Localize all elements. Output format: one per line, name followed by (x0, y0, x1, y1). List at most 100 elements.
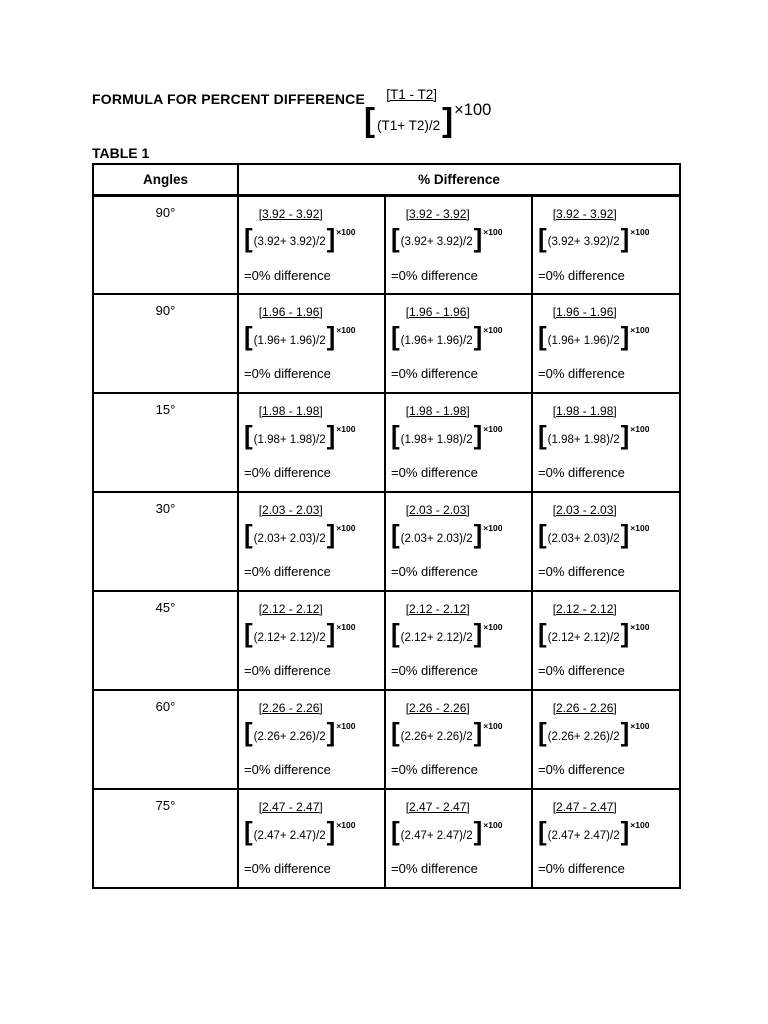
cell-denominator-line: [ (2.03+ 2.03)/2 ] ×100 (538, 521, 649, 548)
difference-cell: [2.12 - 2.12] [ (2.12+ 2.12)/2 ] ×100 =0… (531, 590, 681, 691)
cell-numerator: [3.92 - 3.92] (405, 206, 470, 221)
open-bracket: [ (538, 618, 547, 648)
cell-denominator-line: [ (1.96+ 1.96)/2 ] ×100 (391, 323, 502, 350)
cell-numerator: [2.03 - 2.03] (552, 503, 617, 517)
cell-denominator: (1.98+ 1.98)/2 (547, 433, 620, 446)
cell-denominator-line: [ (3.92+ 3.92)/2 ] ×100 (538, 224, 649, 252)
open-bracket: [ (244, 519, 253, 549)
cell-multiplier: ×100 (630, 820, 650, 830)
close-bracket: ] (473, 618, 483, 648)
cell-formula: [1.96 - 1.96] [ (1.96+ 1.96)/2 ] ×100 (244, 305, 355, 350)
cell-denominator-line: [ (3.92+ 3.92)/2 ] ×100 (391, 224, 502, 252)
cell-numerator: [2.03 - 2.03] (258, 503, 323, 517)
cell-result: =0% difference (391, 762, 478, 777)
open-bracket: [ (244, 420, 253, 450)
angle-cell: 60° (92, 689, 239, 790)
close-bracket: ] (326, 519, 336, 549)
cell-formula: [2.12 - 2.12] [ (2.12+ 2.12)/2 ] ×100 (391, 602, 502, 647)
cell-result: =0% difference (538, 465, 625, 480)
cell-denominator-line: [ (1.96+ 1.96)/2 ] ×100 (538, 323, 649, 350)
open-bracket: [ (244, 717, 253, 747)
open-bracket: [ (538, 420, 547, 450)
cell-numerator: [2.12 - 2.12] (405, 602, 470, 616)
cell-multiplier: ×100 (483, 820, 503, 830)
close-bracket: ] (473, 519, 483, 549)
open-bracket: [ (538, 519, 547, 549)
cell-denominator: (2.47+ 2.47)/2 (400, 829, 473, 842)
cell-numerator: [2.26 - 2.26] (258, 701, 323, 715)
cell-denominator-line: [ (2.47+ 2.47)/2 ] ×100 (391, 818, 502, 845)
cell-numerator: [2.47 - 2.47] (552, 800, 617, 814)
close-bracket: ] (620, 618, 630, 648)
cell-result: =0% difference (244, 663, 331, 678)
open-bracket: [ (244, 618, 253, 648)
cell-numerator: [2.47 - 2.47] (258, 800, 323, 814)
difference-cell: [3.92 - 3.92] [ (3.92+ 3.92)/2 ] ×100 =0… (237, 194, 386, 295)
cell-formula: [2.12 - 2.12] [ (2.12+ 2.12)/2 ] ×100 (538, 602, 649, 647)
cell-result: =0% difference (391, 564, 478, 579)
cell-denominator: (2.47+ 2.47)/2 (547, 829, 620, 842)
page-title: FORMULA FOR PERCENT DIFFERENCE (92, 91, 366, 107)
angle-cell: 90° (92, 194, 239, 295)
formula-multiplier: ×100 (454, 101, 492, 119)
close-bracket: ] (326, 717, 336, 747)
table-label: TABLE 1 (92, 145, 150, 161)
cell-denominator-line: [ (2.12+ 2.12)/2 ] ×100 (244, 620, 355, 647)
cell-numerator: [3.92 - 3.92] (258, 206, 323, 221)
cell-multiplier: ×100 (483, 523, 503, 533)
cell-denominator-line: [ (1.98+ 1.98)/2 ] ×100 (538, 422, 649, 449)
cell-formula: [1.96 - 1.96] [ (1.96+ 1.96)/2 ] ×100 (391, 305, 502, 350)
cell-denominator: (1.98+ 1.98)/2 (253, 433, 326, 446)
close-bracket: ] (620, 420, 630, 450)
cell-result: =0% difference (244, 465, 331, 480)
column-header-difference: % Difference (237, 163, 681, 197)
formula-numerator: [T1 - T2] (386, 87, 438, 102)
cell-multiplier: ×100 (630, 721, 650, 731)
cell-multiplier: ×100 (336, 622, 356, 632)
cell-result: =0% difference (391, 267, 478, 283)
difference-cell: [3.92 - 3.92] [ (3.92+ 3.92)/2 ] ×100 =0… (384, 194, 533, 295)
difference-cell: [2.47 - 2.47] [ (2.47+ 2.47)/2 ] ×100 =0… (237, 788, 386, 889)
cell-denominator-line: [ (2.26+ 2.26)/2 ] ×100 (538, 719, 649, 746)
table-row: 75° [2.47 - 2.47] [ (2.47+ 2.47)/2 ] ×10… (92, 788, 681, 889)
cell-denominator: (2.03+ 2.03)/2 (547, 532, 620, 545)
cell-numerator: [2.47 - 2.47] (405, 800, 470, 814)
cell-multiplier: ×100 (336, 523, 356, 533)
cell-result: =0% difference (391, 663, 478, 678)
open-bracket: [ (538, 717, 547, 747)
cell-denominator-line: [ (1.98+ 1.98)/2 ] ×100 (244, 422, 355, 449)
difference-cell: [3.92 - 3.92] [ (3.92+ 3.92)/2 ] ×100 =0… (531, 194, 681, 295)
close-bracket: ] (326, 816, 336, 846)
cell-formula: [2.26 - 2.26] [ (2.26+ 2.26)/2 ] ×100 (244, 701, 355, 746)
cell-formula: [2.26 - 2.26] [ (2.26+ 2.26)/2 ] ×100 (391, 701, 502, 746)
formula-denominator: (T1+ T2)/2 (377, 117, 441, 133)
cell-numerator: [1.96 - 1.96] (258, 305, 323, 319)
cell-denominator: (1.96+ 1.96)/2 (253, 334, 326, 347)
close-bracket: ] (620, 519, 630, 549)
cell-denominator: (1.96+ 1.96)/2 (400, 334, 473, 347)
cell-numerator: [1.98 - 1.98] (258, 404, 323, 418)
cell-formula: [2.12 - 2.12] [ (2.12+ 2.12)/2 ] ×100 (244, 602, 355, 647)
cell-formula: [2.03 - 2.03] [ (2.03+ 2.03)/2 ] ×100 (391, 503, 502, 548)
angle-cell: 15° (92, 392, 239, 493)
cell-denominator-line: [ (2.47+ 2.47)/2 ] ×100 (538, 818, 649, 845)
cell-denominator: (3.92+ 3.92)/2 (547, 236, 620, 248)
cell-formula: [1.98 - 1.98] [ (1.98+ 1.98)/2 ] ×100 (538, 404, 649, 449)
table-row: 15° [1.98 - 1.98] [ (1.98+ 1.98)/2 ] ×10… (92, 392, 681, 493)
cell-result: =0% difference (391, 861, 478, 876)
cell-denominator-line: [ (2.12+ 2.12)/2 ] ×100 (538, 620, 649, 647)
table-header-row: Angles % Difference (92, 163, 681, 197)
table-row: 90° [1.96 - 1.96] [ (1.96+ 1.96)/2 ] ×10… (92, 293, 681, 394)
cell-denominator-line: [ (2.26+ 2.26)/2 ] ×100 (244, 719, 355, 746)
cell-denominator: (2.26+ 2.26)/2 (253, 730, 326, 743)
cell-result: =0% difference (244, 267, 331, 283)
formula-denominator-line: [ (T1+ T2)/2 ] ×100 (364, 101, 492, 137)
cell-result: =0% difference (391, 465, 478, 480)
cell-multiplier: ×100 (483, 424, 503, 434)
open-bracket: [ (538, 816, 547, 846)
close-bracket: ] (620, 816, 630, 846)
open-bracket: [ (391, 816, 400, 846)
cell-denominator-line: [ (2.03+ 2.03)/2 ] ×100 (244, 521, 355, 548)
open-bracket: [ (391, 420, 400, 450)
close-bracket: ] (473, 717, 483, 747)
